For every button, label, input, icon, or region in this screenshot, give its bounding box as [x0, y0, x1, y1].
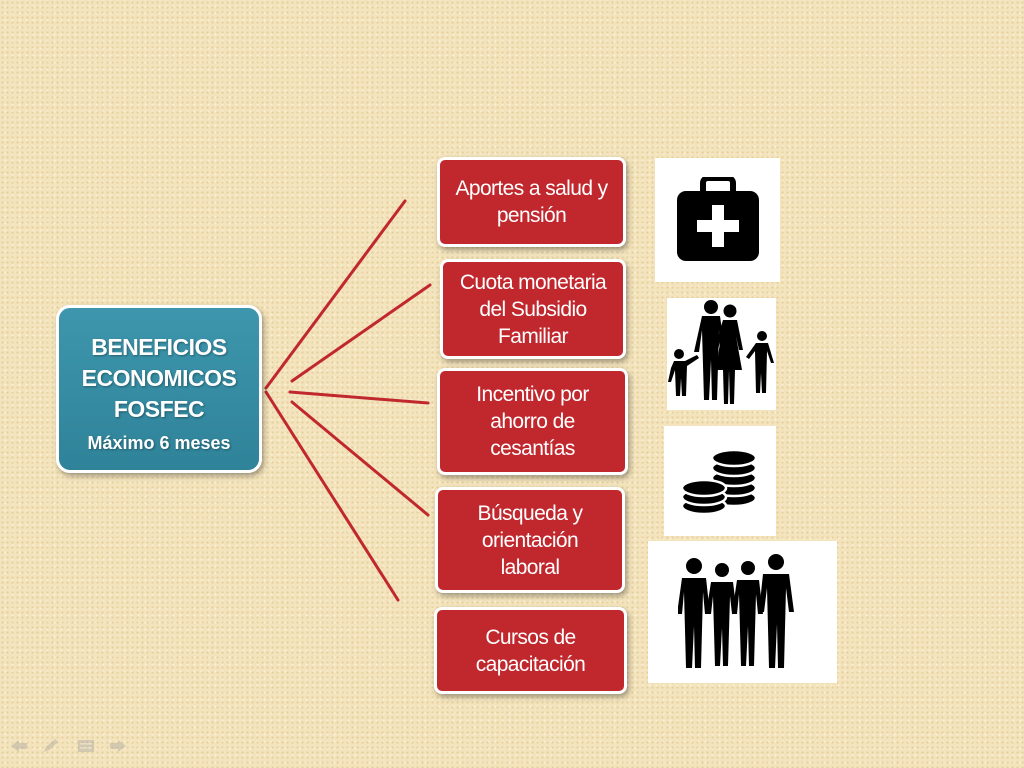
benefit-box-incentivo-cesantias: Incentivo por ahorro de cesantías [437, 368, 628, 475]
benefit-box-cursos-capacitacion: Cursos de capacitación [434, 607, 627, 694]
benefit-box-salud-pension: Aportes a salud y pensión [437, 157, 626, 247]
pen-icon[interactable] [42, 738, 60, 754]
benefit-label: Incentivo por ahorro de cesantías [476, 383, 589, 460]
main-node: BENEFICIOS ECONOMICOS FOSFEC Máximo 6 me… [56, 305, 262, 473]
family-icon [667, 298, 776, 410]
benefit-label: Cursos de capacitación [475, 625, 586, 676]
medical-kit-icon [655, 158, 780, 282]
main-subtitle: Máximo 6 meses [87, 433, 231, 453]
connector-line-3 [288, 390, 430, 405]
benefit-box-cuota-monetaria: Cuota monetaria del Subsidio Familiar [440, 259, 626, 359]
menu-icon[interactable] [77, 738, 95, 754]
benefit-label: Búsqueda y orientación laboral [477, 501, 584, 579]
next-arrow-icon[interactable] [109, 738, 127, 754]
people-group-icon [648, 541, 837, 683]
coins-icon [664, 426, 776, 536]
connector-line-2 [290, 283, 432, 383]
benefit-label: Cuota monetaria del Subsidio Familiar [459, 270, 607, 348]
connector-line-5 [264, 390, 400, 602]
main-title: BENEFICIOS ECONOMICOS FOSFEC [81, 334, 237, 422]
benefit-box-busqueda-orientacion: Búsqueda y orientación laboral [435, 487, 625, 593]
prev-arrow-icon[interactable] [10, 738, 28, 754]
connector-line-4 [290, 400, 430, 517]
benefit-label: Aportes a salud y pensión [455, 177, 608, 227]
connector-line-1 [264, 199, 407, 390]
